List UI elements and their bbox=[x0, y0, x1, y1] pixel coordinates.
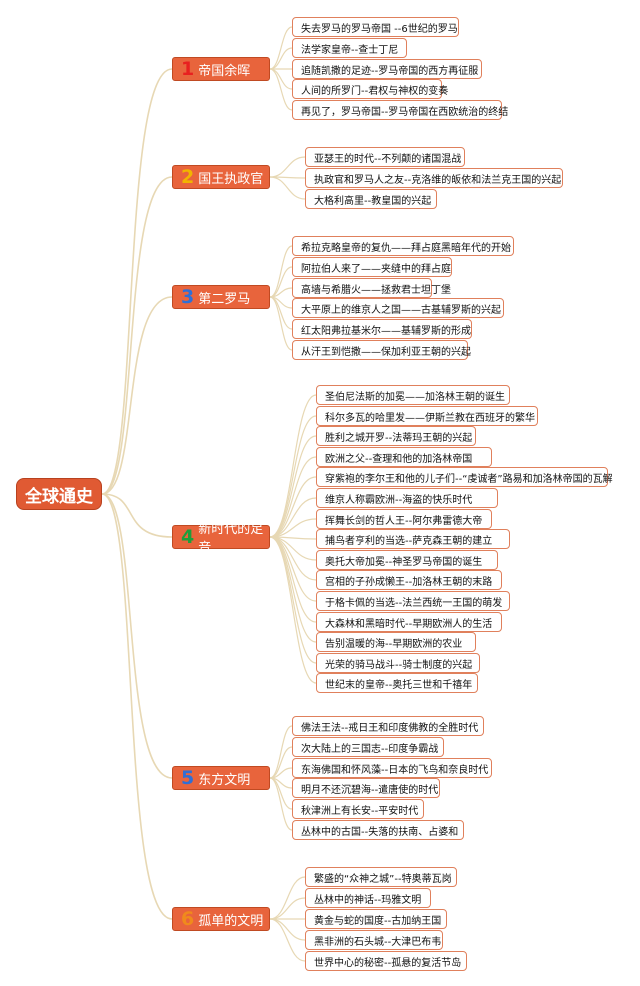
leaf-connector bbox=[269, 415, 317, 538]
topic-item[interactable]: 大平原上的维京人之国——古基辅罗斯的兴起 bbox=[292, 298, 504, 318]
branch-number: 3 bbox=[181, 285, 195, 308]
leaf-connector bbox=[269, 266, 293, 298]
leaf-connector bbox=[269, 918, 306, 941]
topic-item[interactable]: 人间的所罗门--君权与神权的变奏 bbox=[292, 79, 448, 99]
topic-item[interactable]: 红太阳弗拉基米尔——基辅罗斯的形成 bbox=[292, 319, 472, 339]
topic-item[interactable]: 世纪末的皇帝--奥托三世和千禧年 bbox=[316, 673, 478, 693]
branch-label: 新时代的足音 bbox=[198, 522, 264, 556]
topic-item[interactable]: 光荣的骑马战斗--骑士制度的兴起 bbox=[316, 653, 480, 673]
leaf-connector bbox=[269, 536, 317, 643]
leaf-connector bbox=[269, 456, 317, 538]
topic-item[interactable]: 告别温暖的海--早期欧洲的农业 bbox=[316, 632, 476, 652]
topic-item[interactable]: 秋津洲上有长安--平安时代 bbox=[292, 799, 424, 819]
branch-number: 2 bbox=[181, 165, 195, 188]
topic-item[interactable]: 挥舞长剑的哲人王--阿尔弗雷德大帝 bbox=[316, 509, 492, 529]
branch-connector bbox=[101, 68, 173, 495]
topic-item[interactable]: 繁盛的“众神之城”--特奥蒂瓦岗 bbox=[305, 867, 457, 887]
topic-item[interactable]: 丛林中的神话--玛雅文明 bbox=[305, 888, 431, 908]
topic-item[interactable]: 穿紫袍的李尔王和他的儿子们--“虔诚者”路易和加洛林帝国的瓦解 bbox=[316, 467, 613, 487]
topic-item[interactable]: 维京人称霸欧洲--海盗的快乐时代 bbox=[316, 488, 498, 508]
branch-number: 5 bbox=[181, 766, 195, 789]
topic-item[interactable]: 执政官和罗马人之友--克洛维的皈依和法兰克王国的兴起 bbox=[305, 168, 563, 188]
topic-item[interactable]: 科尔多瓦的哈里发——伊斯兰教在西班牙的繁华 bbox=[316, 406, 538, 426]
leaf-connector bbox=[269, 245, 293, 298]
leaf-connector bbox=[269, 897, 306, 920]
branch-label: 孤单的文明 bbox=[198, 913, 264, 929]
leaf-connector bbox=[269, 394, 317, 538]
leaf-connector bbox=[269, 68, 293, 111]
leaf-connector bbox=[269, 536, 317, 684]
topic-item[interactable]: 佛法王法--戒日王和印度佛教的全胜时代 bbox=[292, 716, 484, 736]
leaf-connector bbox=[269, 176, 306, 200]
topic-item[interactable]: 东海佛国和怀风藻--日本的飞鸟和奈良时代 bbox=[292, 758, 492, 778]
branch-connector bbox=[101, 493, 173, 920]
topic-item[interactable]: 世界中心的秘密--孤悬的复活节岛 bbox=[305, 951, 467, 971]
topic-item[interactable]: 大森林和黑暗时代--早期欧洲人的生活 bbox=[316, 612, 502, 632]
topic-item[interactable]: 失去罗马的罗马帝国 --6世纪的罗马 bbox=[292, 17, 459, 37]
leaf-connector bbox=[269, 476, 317, 538]
topic-item[interactable]: 奥托大帝加冕--神圣罗马帝国的诞生 bbox=[316, 550, 498, 570]
topic-item[interactable]: 欧洲之父--查理和他的加洛林帝国 bbox=[316, 447, 492, 467]
branch-connector bbox=[101, 296, 173, 495]
leaf-connector bbox=[269, 918, 306, 962]
leaf-connector bbox=[269, 536, 317, 581]
leaf-connector bbox=[269, 876, 306, 920]
leaf-connector bbox=[269, 725, 293, 779]
leaf-connector bbox=[269, 777, 293, 831]
leaf-connector bbox=[269, 26, 293, 70]
topic-item[interactable]: 黄金与蛇的国度--古加纳王国 bbox=[305, 909, 447, 929]
leaf-connector bbox=[269, 536, 317, 664]
branch-label: 第二罗马 bbox=[198, 291, 251, 307]
leaf-connector bbox=[269, 296, 293, 351]
topic-item[interactable]: 次大陆上的三国志--印度争霸战 bbox=[292, 737, 444, 757]
branch-number: 4 bbox=[181, 525, 195, 548]
branch-connector bbox=[101, 493, 173, 779]
topic-item[interactable]: 大格利高里--教皇国的兴起 bbox=[305, 189, 437, 209]
topic-item[interactable]: 圣伯尼法斯的加冕——加洛林王朝的诞生 bbox=[316, 385, 510, 405]
topic-item[interactable]: 黑非洲的石头城--大津巴布韦 bbox=[305, 930, 443, 950]
topic-item[interactable]: 丛林中的古国--失落的扶南、占婆和 bbox=[292, 820, 464, 840]
topic-item[interactable]: 追随凯撒的足迹--罗马帝国的西方再征服 bbox=[292, 59, 482, 79]
topic-item[interactable]: 阿拉伯人来了——夹缝中的拜占庭 bbox=[292, 257, 452, 277]
topic-item[interactable]: 高墙与希腊火——拯救君士坦丁堡 bbox=[292, 278, 451, 298]
topic-item[interactable]: 从汗王到恺撒——保加利亚王朝的兴起 bbox=[292, 340, 471, 360]
topic-item[interactable]: 希拉克略皇帝的复仇——拜占庭黑暗年代的开始 bbox=[292, 236, 514, 256]
branch-connector bbox=[101, 176, 173, 495]
root-node[interactable]: 全球通史 bbox=[16, 478, 102, 510]
leaf-connector bbox=[269, 746, 293, 779]
topic-item[interactable]: 于格卡佩的当选--法兰西统一王国的萌发 bbox=[316, 591, 510, 611]
leaf-connector bbox=[269, 68, 293, 90]
topic-item[interactable]: 法学家皇帝--查士丁尼 bbox=[292, 38, 407, 58]
branch-label: 帝国余晖 bbox=[198, 63, 251, 79]
branch-number: 1 bbox=[181, 57, 195, 80]
topic-item[interactable]: 亚瑟王的时代--不列颠的诸国混战 bbox=[305, 147, 465, 167]
leaf-connector bbox=[269, 156, 306, 178]
branch-label: 东方文明 bbox=[198, 772, 251, 788]
topic-item[interactable]: 胜利之城开罗--法蒂玛王朝的兴起 bbox=[316, 426, 476, 446]
topic-item[interactable]: 捕鸟者亨利的当选--萨克森王朝的建立 bbox=[316, 529, 510, 549]
topic-item[interactable]: 宫相的子孙成懒王--加洛林王朝的末路 bbox=[316, 570, 502, 590]
leaf-connector bbox=[269, 47, 293, 70]
branch-connector bbox=[101, 493, 173, 538]
topic-item[interactable]: 再见了，罗马帝国--罗马帝国在西欧统治的终结 bbox=[292, 100, 508, 120]
leaf-connector bbox=[269, 435, 317, 538]
branch-label: 国王执政官 bbox=[198, 171, 264, 187]
topic-item[interactable]: 明月不还沉碧海--遣唐使的时代 bbox=[292, 778, 440, 798]
branch-number: 6 bbox=[181, 907, 195, 930]
